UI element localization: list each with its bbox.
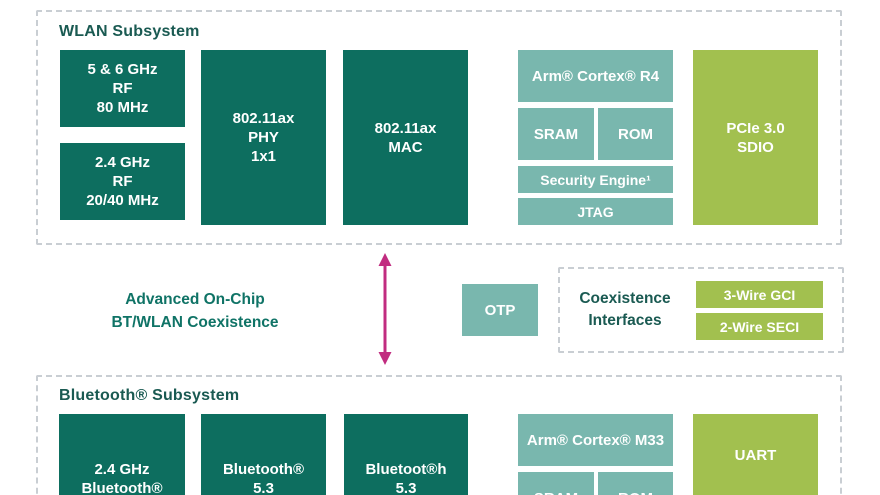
block-80211ax-mac: 802.11ax MAC — [343, 50, 468, 225]
block-bt-sram: SRAM — [518, 472, 594, 495]
coexistence-interfaces-title: Coexistence Interfaces — [579, 290, 671, 329]
coexistence-label: Advanced On-Chip BT/WLAN Coexistence — [111, 291, 279, 331]
block-uart: UART — [693, 414, 818, 495]
coexistence-interfaces-box — [558, 267, 844, 353]
coexistence-arrow-icon — [374, 253, 396, 365]
block-wlan-sram: SRAM — [518, 108, 594, 160]
bluetooth-subsystem-title: Bluetooth® Subsystem — [59, 387, 240, 404]
block-wlan-rom: ROM — [598, 108, 673, 160]
block-bluetooth-5-3-b: Bluetoot®h 5.3 — [344, 414, 468, 495]
block-2-4ghz-rf: 2.4 GHz RF 20/40 MHz — [60, 143, 185, 220]
wlan-subsystem-box — [36, 10, 842, 245]
block-5-6ghz-rf: 5 & 6 GHz RF 80 MHz — [60, 50, 185, 127]
block-jtag: JTAG — [518, 198, 673, 225]
block-bt-rom: ROM — [598, 472, 673, 495]
block-arm-cortex-m33: Arm® Cortex® M33 — [518, 414, 673, 466]
block-security-engine: Security Engine¹ — [518, 166, 673, 193]
block-2-wire-seci: 2-Wire SECI — [696, 313, 823, 340]
block-arm-cortex-r4: Arm® Cortex® R4 — [518, 50, 673, 102]
block-otp: OTP — [462, 284, 538, 336]
block-80211ax-phy: 802.11ax PHY 1x1 — [201, 50, 326, 225]
block-2-4ghz-bluetooth-rf: 2.4 GHz Bluetooth® — [59, 414, 185, 495]
block-pcie-sdio: PCIe 3.0 SDIO — [693, 50, 818, 225]
block-3-wire-gci: 3-Wire GCI — [696, 281, 823, 308]
block-bluetooth-5-3: Bluetooth® 5.3 — [201, 414, 326, 495]
bluetooth-subsystem-box — [36, 375, 842, 495]
wlan-subsystem-title: WLAN Subsystem — [59, 23, 200, 40]
